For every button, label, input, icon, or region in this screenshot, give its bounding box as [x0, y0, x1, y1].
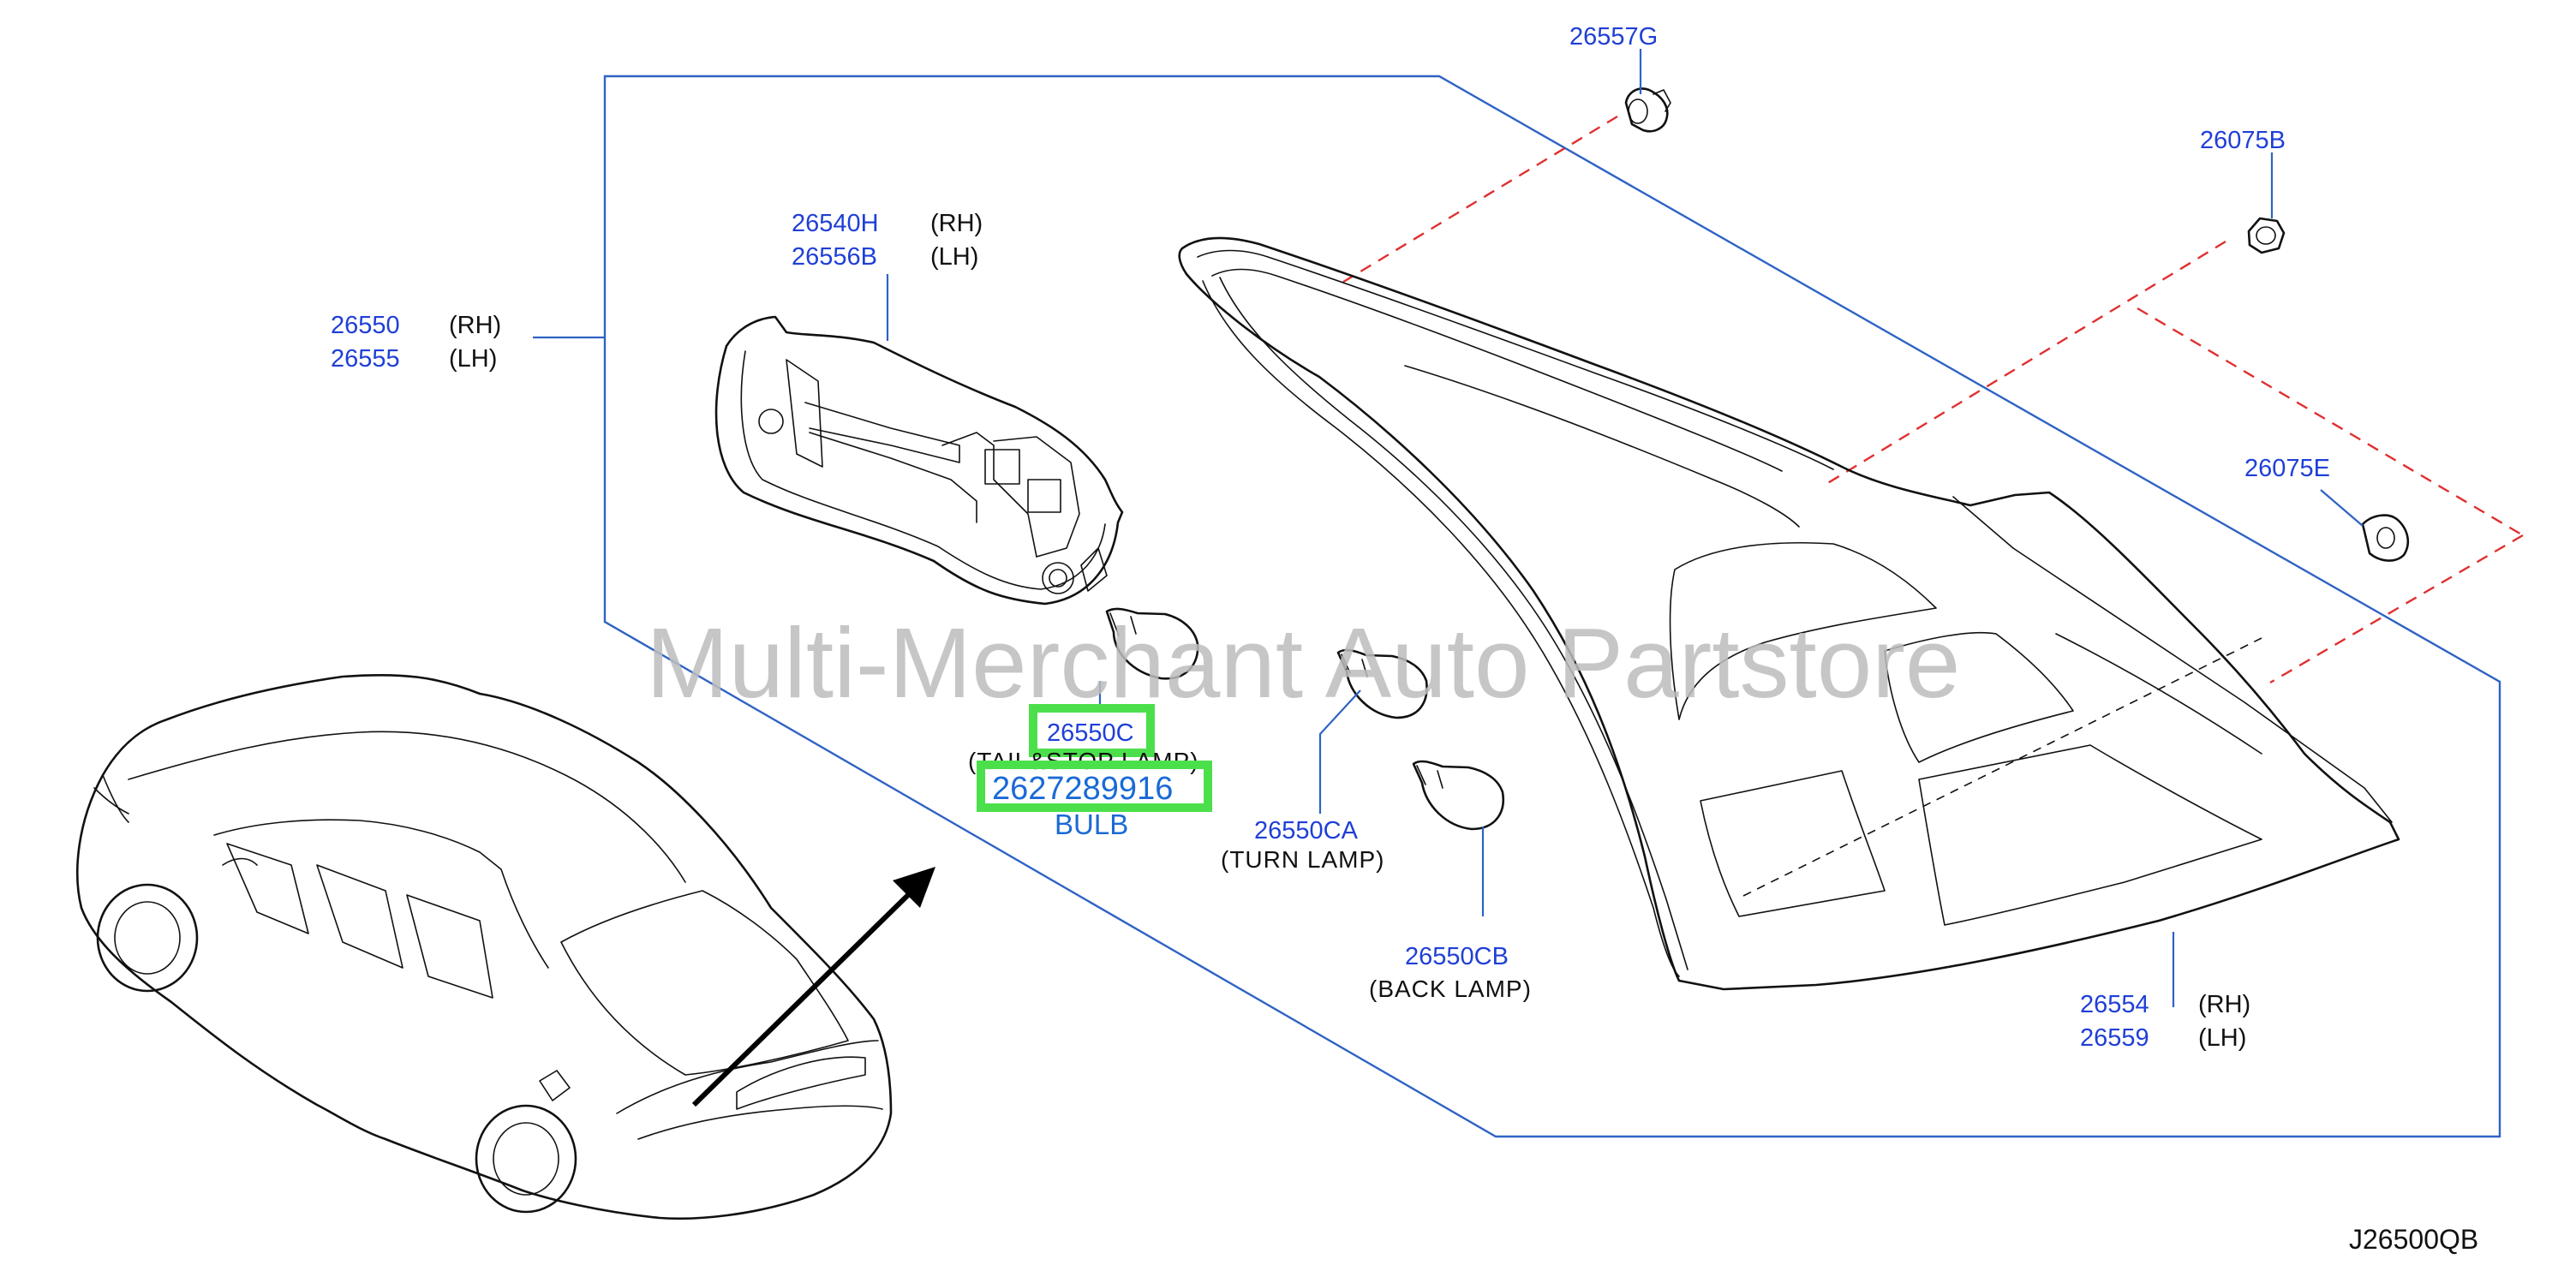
direction-arrow [691, 867, 935, 1107]
grommet-leader [2320, 489, 2364, 527]
socket-lh-part[interactable]: 26556B [792, 243, 877, 271]
tail-stop-bulb-drawing [1105, 607, 1199, 680]
alt-part-number[interactable]: 2627289916 [992, 771, 1173, 807]
vehicle-drawing [76, 673, 893, 1220]
alt-number-highlight [977, 761, 1212, 812]
turn-bulb-drawing [1336, 648, 1428, 719]
nut-drawing [2247, 217, 2286, 254]
clip-drawing [1624, 87, 1671, 133]
socket-lh-side: (LH) [930, 243, 978, 271]
assembly-rh-part[interactable]: 26550 [331, 312, 400, 339]
socket-rh-part[interactable]: 26540H [792, 210, 879, 237]
socket-harness-drawing [714, 315, 1124, 606]
lens-rh-side: (RH) [2198, 991, 2250, 1018]
turn-bulb-description: (TURN LAMP) [1221, 846, 1384, 873]
assembly-frame [603, 75, 2501, 1138]
clip-part[interactable]: 26557G [1569, 23, 1658, 51]
tail-stop-part-highlight [1029, 704, 1155, 757]
mounting-dash-lines [1336, 115, 2524, 684]
socket-rh-side: (RH) [930, 210, 983, 237]
assembly-rh-side: (RH) [449, 312, 501, 339]
nut-part[interactable]: 26075B [2200, 127, 2286, 154]
back-bulb-drawing [1412, 760, 1505, 831]
back-bulb-description: (BACK LAMP) [1369, 976, 1532, 1002]
lens-housing-drawing [1178, 236, 2400, 991]
turn-bulb-leader [1318, 689, 1361, 814]
lens-lh-side: (LH) [2198, 1024, 2246, 1052]
lens-rh-part[interactable]: 26554 [2080, 991, 2149, 1018]
grommet-drawing [2361, 514, 2410, 562]
assembly-lh-part[interactable]: 26555 [331, 345, 400, 373]
back-bulb-part[interactable]: 26550CB [1405, 943, 1509, 970]
lens-lh-part[interactable]: 26559 [2080, 1024, 2149, 1052]
watermark-text: Multi-Merchant Auto Partstore [646, 607, 1960, 719]
grommet-part[interactable]: 26075E [2244, 455, 2330, 482]
assembly-lh-side: (LH) [449, 345, 497, 373]
alt-part-label: BULB [1055, 809, 1128, 840]
tail-stop-part[interactable]: 26550C [1047, 719, 1134, 747]
turn-bulb-part[interactable]: 26550CA [1254, 817, 1359, 844]
diagram-code: J26500QB [2349, 1224, 2478, 1255]
